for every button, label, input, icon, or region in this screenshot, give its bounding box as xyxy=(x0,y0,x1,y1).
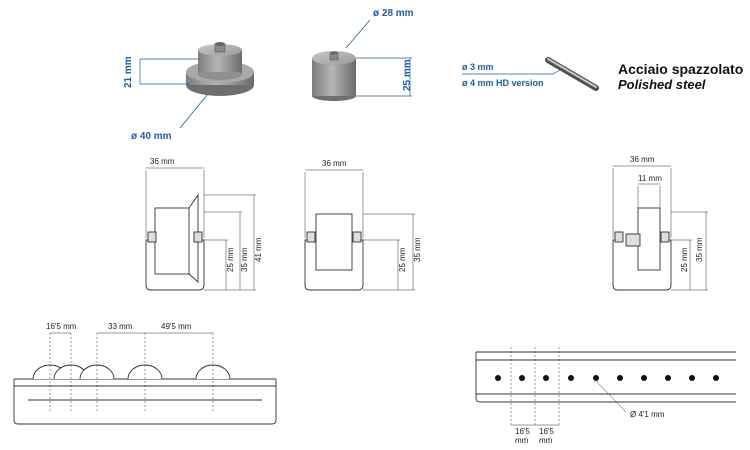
dim-height-25 xyxy=(356,57,412,97)
label-rod-diam-4: ø 4 mm HD version xyxy=(462,78,544,88)
profile-2-dims xyxy=(304,169,415,291)
rail-top-spacing-a-1: 16'5 xyxy=(515,427,530,436)
profile-1-dims xyxy=(145,167,256,291)
product-flanged-magnet xyxy=(186,42,254,96)
profile-section-2 xyxy=(304,213,364,291)
dim-height-21 xyxy=(139,58,200,85)
rail-side-view xyxy=(13,364,277,425)
leader-diam-28 xyxy=(345,19,371,49)
label-material-it: Acciaio spazzolato xyxy=(618,61,743,77)
profile-3-width: 36 mm xyxy=(630,155,655,164)
hole-diameter: Ø 4'1 mm xyxy=(630,410,665,419)
rod-dim-lines xyxy=(462,69,561,75)
rail-top-spacing-b-1: 16'5 xyxy=(539,427,554,436)
profile-section-3 xyxy=(612,207,672,291)
label-rod-diam-3: ø 3 mm xyxy=(462,62,494,72)
steel-rod xyxy=(545,57,599,91)
label-diam-40: ø 40 mm xyxy=(131,131,172,142)
profile-3-h35: 35 mm xyxy=(695,237,704,262)
rail-holes xyxy=(495,375,719,381)
rail-top-dim-lines xyxy=(511,380,627,426)
profile-1-h35: 35 mm xyxy=(240,247,249,272)
rail-top-spacing-b-2: mm xyxy=(539,436,553,445)
profile-2-width: 36 mm xyxy=(322,159,347,168)
product-cylinder-magnet xyxy=(312,51,356,101)
label-height-21: 21 mm xyxy=(123,56,134,88)
profile-3-dims xyxy=(612,165,708,291)
rail-spacing-2: 33 mm xyxy=(108,322,133,331)
rail-top-dims xyxy=(510,347,560,425)
profile-1-h25: 25 mm xyxy=(226,247,235,272)
profile-section-1 xyxy=(145,193,205,291)
profile-3-inner: 11 mm xyxy=(638,174,662,183)
rail-top-view xyxy=(475,351,736,403)
profile-2-h25: 25 mm xyxy=(398,247,407,272)
profile-2-h35: 35 mm xyxy=(413,237,422,262)
label-diam-28: ø 28 mm xyxy=(373,8,414,19)
rail-spacing-1: 16'5 mm xyxy=(46,322,77,331)
profile-1-h41: 41 mm xyxy=(254,237,263,262)
label-height-25: 25 mm xyxy=(402,59,413,91)
rail-spacing-3: 49'5 mm xyxy=(161,322,192,331)
profile-1-width: 36 mm xyxy=(150,157,175,166)
rail-side-dims xyxy=(49,333,214,412)
profile-3-h25: 25 mm xyxy=(680,247,689,272)
leader-diam-40 xyxy=(179,94,208,129)
label-material-en: Polished steel xyxy=(618,77,706,92)
rail-top-spacing-a-2: mm xyxy=(515,436,529,445)
